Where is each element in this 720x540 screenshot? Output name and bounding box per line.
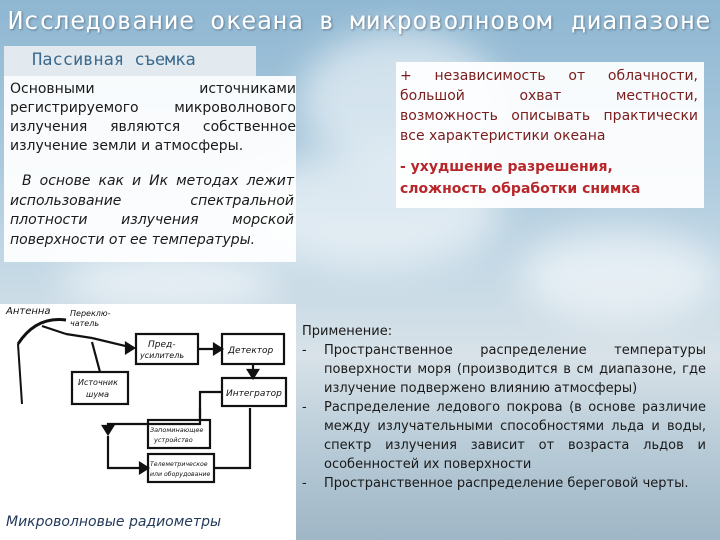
detector-label: Детектор xyxy=(227,346,274,356)
switch-label-line2: чатель xyxy=(70,319,99,328)
radiometer-diagram: Антенна Переклю- чатель Пред- усилитель … xyxy=(0,304,296,540)
pros-cons-panel: + независимость от облачности, большой о… xyxy=(396,62,704,208)
antenna-mast xyxy=(17,343,23,405)
application-item-text: Пространственное распределение температу… xyxy=(324,343,706,396)
telemetry-label-line1: Телеметрическое xyxy=(150,461,208,468)
diagram-caption: Микроволновые радиометры xyxy=(6,514,222,530)
connector-line xyxy=(41,324,67,336)
section-tab-label: Пассивная съемка xyxy=(32,50,196,70)
connector-line xyxy=(65,332,93,340)
application-item: - Пространственное распределение берегов… xyxy=(302,474,706,493)
left-paragraph-2: В основе как и Ик методах лежит использо… xyxy=(10,173,294,248)
slide-title: Исследование океана в микроволновом диап… xyxy=(8,6,716,46)
application-item: - Распределение ледового покрова (в осно… xyxy=(302,398,706,474)
slide-title-part1: Исследование океана в микроволновом xyxy=(8,6,553,35)
arrow-head xyxy=(246,368,260,381)
slide-title-part2: диапазоне xyxy=(571,6,711,35)
application-section: Применение: - Пространственное распредел… xyxy=(298,316,710,500)
preamp-label-line2: усилитель xyxy=(139,351,184,360)
noise-label-line2: шума xyxy=(86,390,109,399)
recorder-block xyxy=(146,418,212,450)
preamp-label-line1: Пред- xyxy=(148,340,176,350)
arrow-head xyxy=(101,424,115,437)
list-dash: - xyxy=(302,400,307,415)
list-dash: - xyxy=(302,343,307,358)
recorder-label-line2: устройство xyxy=(153,436,193,444)
connector-line xyxy=(106,436,146,470)
noise-source-block xyxy=(70,370,130,406)
integrator-label: Интегратор xyxy=(226,389,282,399)
application-item-text: Распределение ледового покрова (в основе… xyxy=(324,400,706,472)
antenna-dish-icon xyxy=(16,318,67,345)
pros-text: + независимость от облачности, большой о… xyxy=(400,68,698,144)
cloud-decoration xyxy=(520,230,720,320)
cons-text: - ухудшение разрешения, сложность обрабо… xyxy=(400,159,641,197)
arrow-head xyxy=(212,342,225,356)
connector-line xyxy=(90,341,102,373)
telemetry-label-line2: или оборудование xyxy=(150,470,211,478)
radiometer-block-diagram: Антенна Переклю- чатель Пред- усилитель … xyxy=(5,306,288,484)
section-tab: Пассивная съемка xyxy=(4,46,256,76)
antenna-label: Антенна xyxy=(5,306,51,317)
connector-line xyxy=(214,408,252,470)
application-title: Применение: xyxy=(302,324,393,339)
list-dash: - xyxy=(302,476,307,491)
left-text-panel: Основными источниками регистрируемого ми… xyxy=(4,76,296,262)
switch-label-line1: Переклю- xyxy=(70,309,111,318)
recorder-label-line1: Запоминающее xyxy=(150,426,203,434)
application-item: - Пространственное распределение темпера… xyxy=(302,341,706,398)
arrow-head xyxy=(124,341,137,355)
noise-label-line1: Источник xyxy=(78,378,118,387)
arrow-head xyxy=(138,461,151,475)
left-paragraph-1: Основными источниками регистрируемого ми… xyxy=(10,81,296,154)
application-item-text: Пространственное распределение береговой… xyxy=(324,476,689,491)
